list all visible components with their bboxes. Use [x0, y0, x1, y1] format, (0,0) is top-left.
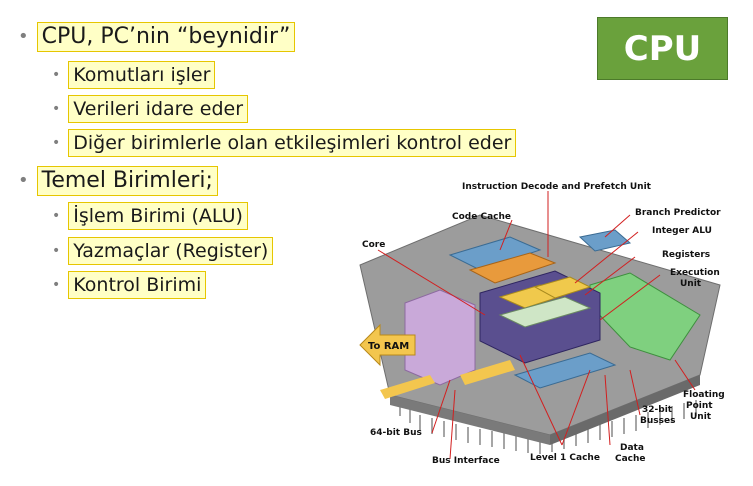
bus-interface-block	[404, 289, 476, 386]
sub-bullet-veriler: • Verileri idare eder	[52, 95, 249, 123]
bullet-dot: •	[52, 277, 61, 293]
bullet-text: Diğer birimlerle olan etkileşimleri kont…	[68, 129, 517, 157]
execution-core-block	[498, 296, 592, 328]
decode-unit-block	[468, 252, 557, 284]
bullet-temel-birimler: • Temel Birimleri;	[18, 166, 218, 196]
cpu-architecture-diagram: Instruction Decode and Prefetch Unit Cod…	[340, 175, 740, 475]
label-data-cache: Data	[620, 443, 644, 453]
cpu-diagram-svg: Instruction Decode and Prefetch Unit Cod…	[359, 182, 725, 466]
label-integer-alu: Integer ALU	[652, 226, 712, 236]
bullet-dot: •	[18, 26, 29, 47]
branch-predictor-block	[578, 229, 632, 252]
bullet-dot: •	[18, 170, 29, 191]
label-branch-predictor: Branch Predictor	[635, 208, 721, 218]
label-execution-unit: Execution	[670, 268, 720, 278]
label-floating-point-3: Unit	[690, 412, 712, 422]
bullet-dot: •	[52, 67, 61, 83]
bullet-text: İşlem Birimi (ALU)	[68, 202, 248, 230]
label-registers: Registers	[662, 250, 710, 260]
bullet-text: Verileri idare eder	[68, 95, 249, 123]
label-floating-point-2: Point	[686, 401, 713, 411]
sub-bullet-register: • Yazmaçlar (Register)	[52, 237, 274, 265]
bullet-dot: •	[52, 101, 61, 117]
label-64bit-bus: 64-bit Bus	[370, 428, 422, 438]
sub-bullet-kontrol: • Kontrol Birimi	[52, 271, 207, 299]
label-to-ram: To RAM	[368, 341, 409, 352]
bus-strip	[460, 360, 515, 385]
label-execution-unit-2: Unit	[680, 279, 702, 289]
bullet-text: Temel Birimleri;	[36, 166, 218, 196]
cpu-substrate-edge	[550, 375, 700, 445]
label-code-cache: Code Cache	[452, 212, 511, 222]
bullet-dot: •	[52, 135, 61, 151]
label-bus-interface: Bus Interface	[432, 456, 500, 466]
label-32bit: 32-bit	[642, 405, 673, 415]
bullet-text: CPU, PC’nin “beynidir”	[36, 22, 296, 52]
sub-bullet-alu: • İşlem Birimi (ALU)	[52, 202, 248, 230]
bullet-text: Kontrol Birimi	[68, 271, 207, 299]
label-core: Core	[362, 240, 385, 250]
sub-bullet-komutlar: • Komutları işler	[52, 61, 216, 89]
label-data-cache-2: Cache	[615, 454, 646, 464]
data-cache-block	[513, 352, 617, 389]
label-level1-cache: Level 1 Cache	[530, 453, 600, 463]
label-instruction-decode: Instruction Decode and Prefetch Unit	[462, 182, 652, 192]
bullet-dot: •	[52, 208, 61, 224]
cpu-badge: CPU	[597, 17, 728, 80]
bullet-dot: •	[52, 243, 61, 259]
pointer-lines	[377, 191, 696, 460]
bus-strip	[380, 375, 435, 399]
label-floating-point: Floating	[683, 390, 725, 400]
cpu-substrate-edge	[390, 395, 550, 445]
bullet-text: Komutları işler	[68, 61, 216, 89]
code-cache-block	[448, 236, 542, 271]
bullet-text: Yazmaçlar (Register)	[68, 237, 274, 265]
label-32bit-busses: Busses	[640, 416, 675, 426]
sub-bullet-etkilesim: • Diğer birimlerle olan etkileşimleri ko…	[52, 129, 517, 157]
bullet-cpu-brain: • CPU, PC’nin “beynidir”	[18, 22, 296, 52]
to-ram-arrow	[359, 323, 416, 367]
